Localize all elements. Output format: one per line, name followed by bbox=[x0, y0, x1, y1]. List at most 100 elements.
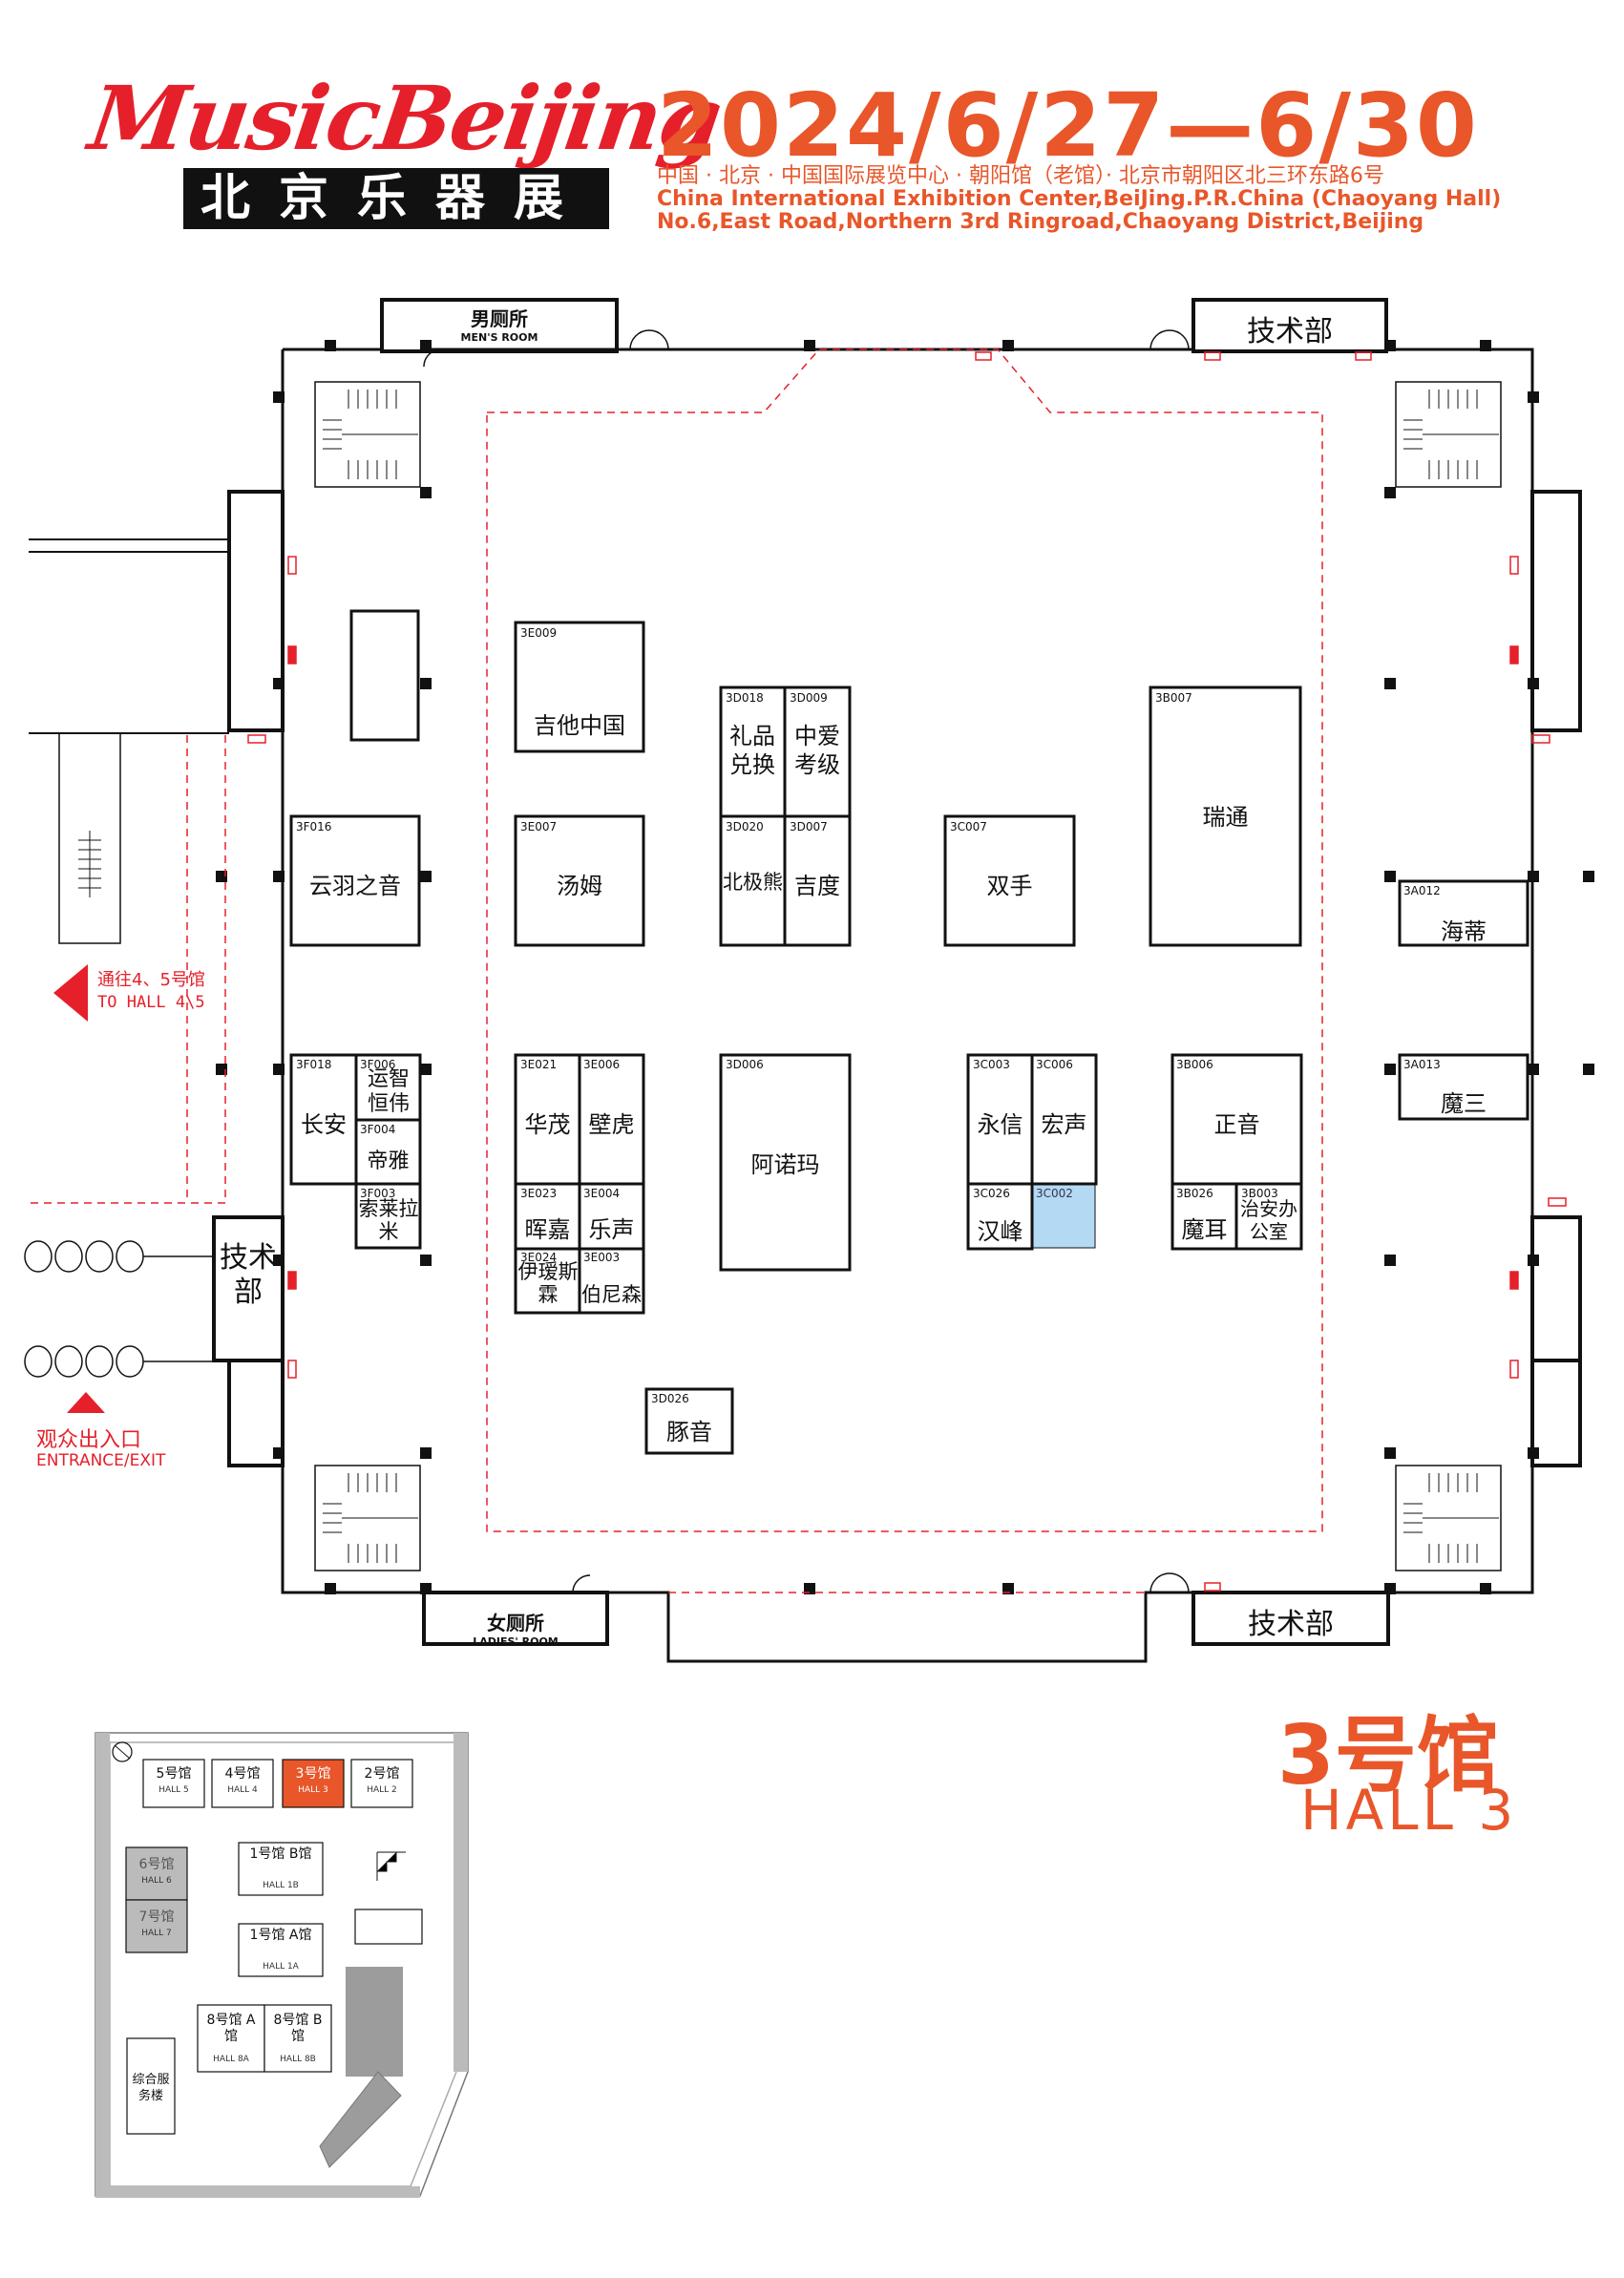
booth-name: 乐声 bbox=[588, 1216, 635, 1243]
minimap-hall-4: 4号馆 bbox=[224, 1766, 261, 1782]
mens-room-en: MEN'S ROOM bbox=[460, 331, 538, 344]
to-hall-en: TO HALL 4\5 bbox=[97, 993, 205, 1012]
booth-name: 豚音 bbox=[666, 1419, 712, 1445]
address-chinese: 中国 · 北京 · 中国国际展览中心 · 朝阳馆（老馆）· 北京市朝阳区北三环东… bbox=[657, 164, 1384, 188]
logo-chinese: 北京乐器展 bbox=[183, 168, 609, 229]
booth-code: 3E024 bbox=[520, 1251, 558, 1264]
booth-code: 3A013 bbox=[1403, 1058, 1441, 1071]
minimap-hall-5-en: HALL 5 bbox=[158, 1785, 189, 1795]
booth-name: 治安办公室 bbox=[1240, 1197, 1297, 1243]
minimap-hall-6-en: HALL 6 bbox=[141, 1876, 172, 1886]
booth-code: 3F003 bbox=[360, 1187, 396, 1200]
minimap-hall-6: 6号馆 bbox=[138, 1857, 175, 1872]
minimap-hall-4-en: HALL 4 bbox=[227, 1785, 258, 1795]
booth-name: 晖嘉 bbox=[524, 1216, 571, 1243]
booth-code: 3D007 bbox=[790, 820, 828, 833]
entrance-cn: 观众出入口 bbox=[36, 1428, 142, 1452]
booth-code: 3D020 bbox=[726, 820, 764, 833]
ladies-room-en: LADIES' ROOM bbox=[473, 1635, 559, 1648]
minimap-hall-5: 5号馆 bbox=[156, 1766, 192, 1782]
booth-name: 汤姆 bbox=[557, 873, 602, 899]
booth-code: 3C026 bbox=[973, 1187, 1010, 1200]
minimap-hall-1b: 1号馆 B馆 bbox=[249, 1846, 312, 1862]
tech-dept-bottom: 技术部 bbox=[1248, 1608, 1334, 1641]
booth-code: 3D006 bbox=[726, 1058, 764, 1071]
booth-name: 运智恒伟 bbox=[367, 1067, 410, 1116]
minimap-hall-2: 2号馆 bbox=[364, 1766, 400, 1782]
mens-room-cn: 男厕所 bbox=[471, 307, 528, 330]
booth-code: 3B026 bbox=[1176, 1187, 1213, 1200]
to-hall-cn: 通往4、5号馆 bbox=[97, 970, 205, 990]
booth-code: 3C007 bbox=[950, 820, 987, 833]
booth-name: 礼品兑换 bbox=[729, 723, 775, 778]
booth-name: 长安 bbox=[301, 1111, 347, 1138]
booth-name: 吉度 bbox=[794, 873, 840, 899]
entrance-en: ENTRANCE/EXIT bbox=[36, 1451, 166, 1470]
booth-code: 3B007 bbox=[1155, 691, 1192, 705]
booth-name: 伯尼森 bbox=[581, 1283, 642, 1306]
address-english-line1: China International Exhibition Center,Be… bbox=[657, 187, 1502, 211]
ladies-room-cn: 女厕所 bbox=[487, 1612, 544, 1635]
booth-name: 索莱拉米 bbox=[358, 1197, 419, 1243]
minimap-hall-8a-en: HALL 8A bbox=[213, 2055, 249, 2064]
booth-name: 汉峰 bbox=[977, 1218, 1023, 1245]
booth-code: 3E007 bbox=[520, 820, 558, 833]
event-date: 2024/6/27—6/30 bbox=[657, 74, 1479, 177]
booth-code: 3B003 bbox=[1241, 1187, 1278, 1200]
booth-name: 海蒂 bbox=[1441, 918, 1487, 945]
booth-name: 瑞通 bbox=[1202, 804, 1249, 831]
minimap-hall-8b-en: HALL 8B bbox=[280, 2055, 316, 2064]
minimap-hall-3: 3号馆 bbox=[295, 1766, 331, 1782]
booth-name: 永信 bbox=[977, 1111, 1023, 1138]
booth-code: 3E004 bbox=[583, 1187, 621, 1200]
booth-name: 魔耳 bbox=[1181, 1216, 1228, 1243]
tech-dept-left: 技术部 bbox=[220, 1241, 277, 1309]
booth-name: 华茂 bbox=[524, 1111, 571, 1138]
minimap-hall-3-en: HALL 3 bbox=[298, 1785, 328, 1795]
hall-title-en: HALL 3 bbox=[1300, 1778, 1518, 1843]
booth-code: 3E021 bbox=[520, 1058, 558, 1071]
booth-code: 3A012 bbox=[1403, 884, 1441, 897]
minimap-hall-7-en: HALL 7 bbox=[141, 1929, 172, 1938]
booth-code: 3F016 bbox=[296, 820, 332, 833]
booth-3c002-highlight bbox=[1032, 1184, 1096, 1249]
booth-code: 3F004 bbox=[360, 1123, 396, 1136]
booth-code: 3D009 bbox=[790, 691, 828, 705]
booth-name: 云羽之音 bbox=[309, 873, 401, 899]
booth-code: 3F006 bbox=[360, 1058, 396, 1071]
booth-name: 阿诺玛 bbox=[750, 1151, 820, 1178]
address-english-line2: No.6,East Road,Northern 3rd Ringroad,Cha… bbox=[657, 210, 1424, 234]
minimap-hall-2-en: HALL 2 bbox=[367, 1785, 397, 1795]
booth-code: 3C003 bbox=[973, 1058, 1010, 1071]
booth-code: 3D018 bbox=[726, 691, 764, 705]
minimap-hall-1b-en: HALL 1B bbox=[263, 1881, 299, 1890]
booth-name: 双手 bbox=[986, 873, 1033, 899]
minimap-hall-1a-en: HALL 1A bbox=[263, 1962, 299, 1972]
booth-code: 3C002 bbox=[1036, 1187, 1073, 1200]
ladies-room-label: 女厕所 LADIES' ROOM bbox=[424, 1608, 607, 1648]
booth-name: 帝雅 bbox=[367, 1150, 410, 1173]
booth-code: 3E023 bbox=[520, 1187, 558, 1200]
booth-name: 北极熊 bbox=[723, 871, 783, 894]
minimap-service-building: 综合服务楼 bbox=[132, 2073, 170, 2103]
hall-title-cn: 3号馆 bbox=[1277, 1708, 1499, 1803]
mens-room-label: 男厕所 MEN'S ROOM bbox=[382, 304, 617, 344]
booth-name: 正音 bbox=[1213, 1111, 1260, 1138]
booth-name: 中爱考级 bbox=[794, 723, 840, 778]
minimap-hall-7: 7号馆 bbox=[138, 1909, 175, 1925]
minimap-hall-8a: 8号馆 A馆 bbox=[206, 2013, 256, 2044]
tech-dept-top: 技术部 bbox=[1247, 315, 1333, 348]
minimap-hall-8b: 8号馆 B馆 bbox=[273, 2013, 323, 2044]
booth-code: 3D026 bbox=[651, 1392, 689, 1405]
booth-code: 3C006 bbox=[1036, 1058, 1073, 1071]
booth-name: 吉他中国 bbox=[534, 712, 625, 739]
booth-name: 壁虎 bbox=[588, 1111, 635, 1138]
booth-name: 魔三 bbox=[1441, 1090, 1487, 1117]
booth-code: 3E006 bbox=[583, 1058, 621, 1071]
booth-name: 伊瑷斯霖 bbox=[517, 1260, 579, 1306]
minimap-hall-1a: 1号馆 A馆 bbox=[249, 1928, 312, 1943]
booth-code: 3E009 bbox=[520, 626, 558, 640]
booth-name: 宏声 bbox=[1041, 1111, 1087, 1138]
booth-code: 3E003 bbox=[583, 1251, 621, 1264]
